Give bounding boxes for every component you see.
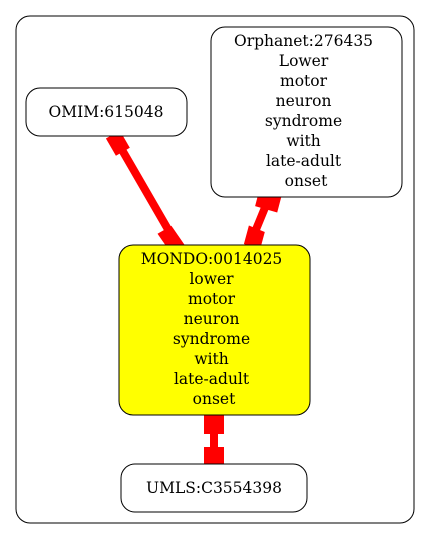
node-mondo-label: MONDO:0014025 lower motor neuron syndrom… — [141, 250, 287, 408]
node-mondo[interactable]: MONDO:0014025 lower motor neuron syndrom… — [118, 244, 311, 416]
node-orphanet-label: Orphanet:276435 Lower motor neuron syndr… — [234, 32, 378, 190]
node-orphanet[interactable]: Orphanet:276435 Lower motor neuron syndr… — [210, 26, 403, 198]
node-omim[interactable]: OMIM:615048 — [25, 87, 188, 137]
edge-orphanet-mondo — [243, 188, 282, 251]
cluster-border — [15, 15, 415, 524]
node-umls[interactable]: UMLS:C3554398 — [120, 463, 308, 513]
edge-omim-mondo — [105, 130, 186, 254]
edge-mondo-umls — [204, 412, 224, 470]
node-umls-label: UMLS:C3554398 — [146, 479, 282, 497]
node-omim-label: OMIM:615048 — [49, 103, 164, 121]
